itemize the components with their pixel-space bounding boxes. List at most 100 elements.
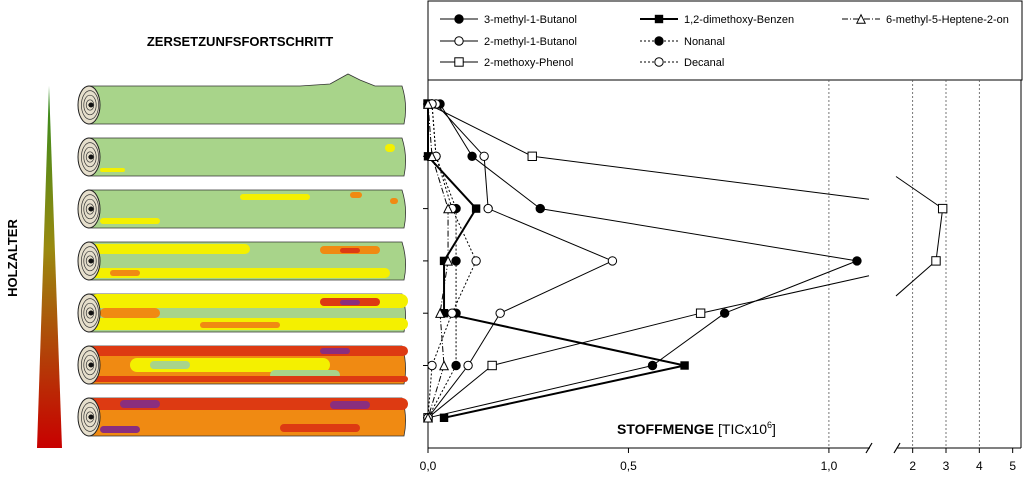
growth-ring bbox=[81, 350, 99, 380]
decay-patch-yellow bbox=[240, 194, 310, 200]
x-tick-label: 0,5 bbox=[620, 459, 637, 473]
pith bbox=[88, 362, 94, 368]
series-segment bbox=[427, 365, 469, 419]
series-segment bbox=[540, 208, 858, 262]
growth-ring bbox=[83, 250, 97, 272]
data-point bbox=[422, 98, 434, 109]
legend-item: Nonanal bbox=[640, 36, 725, 48]
pith bbox=[88, 258, 94, 264]
decay-patch-yellow bbox=[385, 144, 395, 152]
series-segment bbox=[435, 103, 485, 157]
series-segment bbox=[427, 103, 533, 157]
decay-patch-orange bbox=[200, 412, 350, 424]
data-point bbox=[937, 203, 948, 214]
growth-ring bbox=[85, 151, 95, 163]
x-axis-label: STOFFMENGE bbox=[617, 421, 714, 437]
data-point bbox=[447, 308, 457, 318]
data-point bbox=[719, 308, 730, 318]
x-tick-label: 1,0 bbox=[821, 459, 838, 473]
legend-item: 2-methyl-1-Butanol bbox=[440, 36, 577, 48]
growth-ring bbox=[81, 246, 99, 276]
legend-label: Decanal bbox=[684, 57, 724, 69]
x-tick-label: 0,0 bbox=[420, 459, 437, 473]
series-segment bbox=[431, 103, 437, 157]
decay-patch-purple bbox=[120, 400, 160, 408]
legend-label: 2-methyl-1-Butanol bbox=[484, 36, 577, 48]
data-point bbox=[443, 203, 454, 214]
pith bbox=[88, 310, 94, 316]
data-point bbox=[483, 203, 493, 214]
series-segment bbox=[439, 313, 445, 366]
legend-box bbox=[427, 0, 1023, 81]
series-segment bbox=[483, 156, 489, 209]
axis-break-mark bbox=[893, 442, 901, 454]
decomposition-title: ZERSETZUNFSFORTSCHRITT bbox=[147, 34, 333, 49]
series-segment bbox=[427, 155, 477, 210]
data-point bbox=[535, 203, 545, 214]
series-segment bbox=[443, 364, 685, 419]
log-3 bbox=[77, 189, 406, 229]
decay-patch-orange bbox=[350, 192, 362, 198]
series-segment bbox=[427, 365, 457, 419]
data-point bbox=[471, 256, 481, 266]
data-point bbox=[487, 360, 497, 371]
series-segment bbox=[532, 155, 870, 200]
growth-ring bbox=[83, 198, 97, 220]
decay-patch-purple bbox=[320, 348, 350, 354]
decay-patch-purple bbox=[330, 401, 370, 409]
x-tick-label: 2 bbox=[909, 459, 916, 473]
growth-ring bbox=[81, 298, 99, 328]
pith bbox=[88, 206, 94, 212]
data-point bbox=[454, 14, 464, 24]
series-segment bbox=[487, 208, 613, 262]
growth-ring bbox=[83, 302, 97, 324]
growth-ring bbox=[85, 203, 95, 215]
series-segment bbox=[935, 208, 944, 261]
data-point bbox=[454, 57, 464, 67]
data-point bbox=[607, 256, 618, 266]
series-segment bbox=[435, 156, 453, 209]
series-lines bbox=[422, 98, 948, 423]
legend-label: 1,2-dimethoxy-Benzen bbox=[684, 14, 794, 26]
series-segment bbox=[895, 176, 943, 210]
series-segment bbox=[439, 103, 473, 157]
log-body bbox=[87, 189, 406, 229]
data-point bbox=[423, 152, 433, 161]
series-segment bbox=[451, 208, 477, 262]
data-point bbox=[439, 360, 450, 371]
series-segment bbox=[471, 155, 541, 209]
log-body bbox=[87, 73, 406, 125]
decay-patch-yellow bbox=[100, 218, 160, 224]
x-tick-label: 4 bbox=[976, 459, 983, 473]
data-point bbox=[680, 361, 689, 370]
decay-patch-orange bbox=[110, 270, 140, 276]
data-point bbox=[654, 57, 664, 67]
log-2 bbox=[77, 137, 406, 177]
data-point bbox=[931, 256, 941, 266]
log-6 bbox=[77, 345, 408, 385]
decay-patch-red bbox=[90, 376, 408, 382]
log-body bbox=[87, 137, 406, 177]
series-segment bbox=[427, 365, 445, 418]
series-segment bbox=[431, 156, 449, 209]
decay-patch-sound_wood bbox=[150, 361, 190, 369]
data-point bbox=[855, 13, 867, 24]
legend-label: Nonanal bbox=[684, 36, 725, 48]
data-point bbox=[439, 256, 449, 266]
decay-patch-yellow bbox=[90, 268, 390, 278]
log-7 bbox=[77, 397, 408, 437]
series-6-methyl-5-heptene-2-on bbox=[422, 98, 454, 423]
growth-ring bbox=[81, 194, 99, 224]
series-segment bbox=[443, 208, 477, 262]
series-segment bbox=[427, 365, 653, 419]
legend-item: 2-methoxy-Phenol bbox=[440, 57, 573, 69]
growth-ring bbox=[83, 406, 97, 428]
decay-patch-orange bbox=[100, 308, 160, 318]
x-axis-unit-exponent: 6 bbox=[767, 420, 772, 430]
legend-label: 2-methoxy-Phenol bbox=[484, 57, 573, 69]
series-segment bbox=[724, 260, 858, 314]
decay-patch-red bbox=[90, 346, 408, 356]
data-point bbox=[695, 308, 706, 318]
series-2-methoxy-phenol bbox=[423, 99, 948, 423]
